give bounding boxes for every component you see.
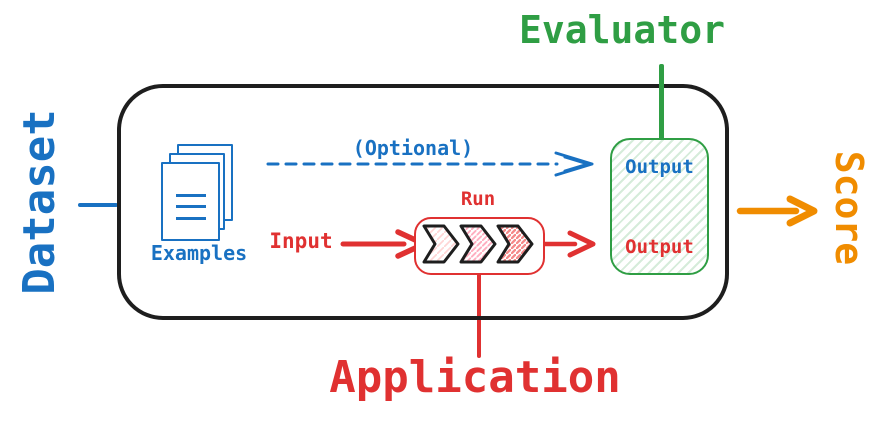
documents-icon: [161, 162, 220, 241]
evaluator-output-label: Output: [625, 156, 694, 178]
doc-text-line: [176, 217, 206, 220]
dataset-label: Dataset: [14, 109, 65, 295]
optional-label: (Optional): [352, 136, 474, 160]
pipeline-chevrons-icon: [422, 224, 534, 264]
examples-label: Examples: [150, 241, 248, 265]
input-label: Input: [269, 229, 333, 253]
application-output-label: Output: [625, 236, 694, 258]
run-box: [414, 217, 545, 275]
application-connector-line: [477, 268, 481, 358]
dataset-connector-line: [78, 203, 118, 207]
evaluator-connector-line: [659, 64, 664, 140]
doc-text-line: [176, 205, 206, 208]
evaluator-output-box: Output Output: [610, 138, 709, 275]
run-label: Run: [460, 188, 496, 210]
experiment-container-box: [117, 84, 729, 320]
doc-text-line: [176, 194, 206, 197]
evaluator-label: Evaluator: [519, 8, 725, 52]
score-label: Score: [827, 150, 871, 266]
run-output-arrow: [543, 230, 596, 258]
score-arrow: [736, 195, 818, 227]
application-label: Application: [329, 352, 621, 403]
optional-dashed-arrow: [266, 151, 594, 177]
